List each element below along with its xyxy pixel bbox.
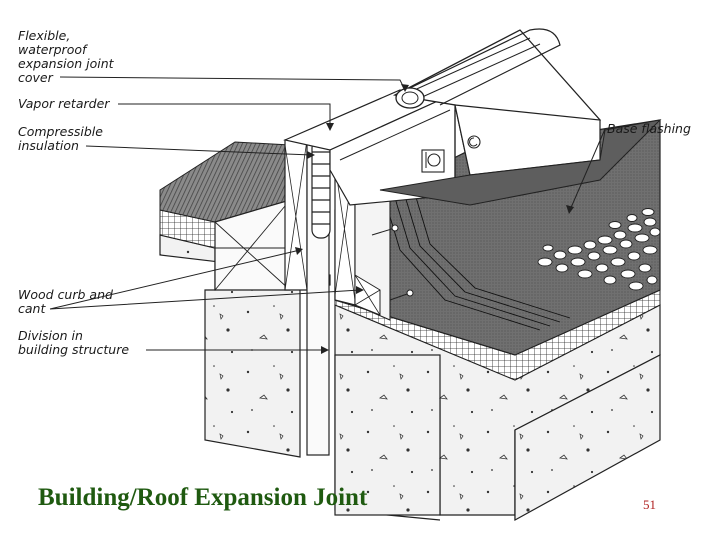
label-vapor-retarder: Vapor retarder: [18, 96, 110, 111]
page-number: 51: [643, 497, 656, 512]
label-division: Division in building structure: [18, 328, 129, 357]
gravel-ballast: [537, 208, 661, 291]
base-flashing-upper: [379, 119, 662, 206]
expansion-joint-cover: [283, 28, 662, 206]
label-base-flashing: Base flashing: [607, 121, 691, 136]
slide-caption: Building/Roof Expansion Joint: [38, 484, 368, 511]
compressible-insulation-coil: [311, 139, 331, 239]
label-joint-cover: Flexible, waterproof expansion joint cov…: [18, 28, 118, 85]
label-compressible-insulation: Compressible insulation: [18, 124, 107, 153]
right-concrete-side: [514, 354, 661, 522]
label-wood-curb: Wood curb and cant: [18, 287, 117, 316]
callouts: Flexible, waterproof expansion joint cov…: [18, 28, 691, 357]
